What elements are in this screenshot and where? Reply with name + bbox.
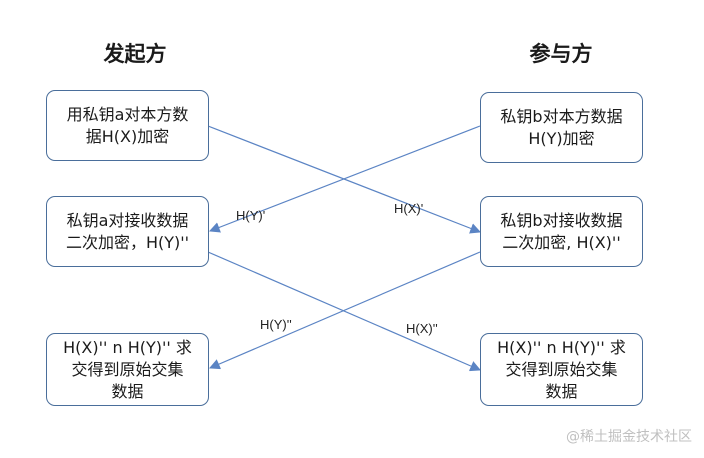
initiator-title: 发起方 [103,42,167,66]
participant-encrypt-line-2: H(Y)加密 [528,128,595,148]
participant-encrypt-line-1: 私钥b对本方数据 [500,106,623,126]
participant-title: 参与方 [529,42,593,66]
participant-intersect-line-1: H(X)'' n H(Y)'' 求 [497,337,626,357]
arrow-hy-single [208,125,481,233]
initiator-encrypt-box: 用私钥a对本方数 据H(X)加密 [46,90,209,161]
initiator-encrypt-line-2: 据H(X)加密 [85,126,170,146]
initiator-intersect-box: H(X)'' n H(Y)'' 求 交得到原始交集 数据 [46,333,209,406]
participant-encrypt-box: 私钥b对本方数据 H(Y)加密 [480,92,643,163]
participant-second-encrypt-line-2: 二次加密, H(X)'' [502,232,621,252]
initiator-intersect-line-2: 交得到原始交集 [71,359,184,379]
label-hx-double: H(X)'' [406,321,438,336]
participant-second-encrypt-line-1: 私钥b对接收数据 [500,210,623,230]
participant-intersect-line-3: 数据 [545,381,578,401]
initiator-second-encrypt-line-1: 私钥a对接收数据 [66,210,189,230]
participant-second-encrypt-box: 私钥b对接收数据 二次加密, H(X)'' [480,196,643,267]
participant-intersect-box: H(X)'' n H(Y)'' 求 交得到原始交集 数据 [480,333,643,406]
label-hy-single: H(Y)' [236,208,266,223]
initiator-second-encrypt-box: 私钥a对接收数据 二次加密，H(Y)'' [46,196,209,267]
watermark: @稀土掘金技术社区 [566,429,692,445]
label-hx-single: H(X)' [394,201,424,216]
arrow-hy-double [209,251,481,370]
initiator-second-encrypt-line-2: 二次加密，H(Y)'' [65,232,190,252]
initiator-encrypt-line-1: 用私钥a对本方数 [66,104,189,124]
initiator-intersect-line-3: 数据 [111,381,144,401]
participant-intersect-line-2: 交得到原始交集 [505,359,618,379]
initiator-intersect-line-1: H(X)'' n H(Y)'' 求 [63,337,192,357]
label-hy-double: H(Y)'' [260,317,292,332]
arrow-hx-double [207,251,481,372]
